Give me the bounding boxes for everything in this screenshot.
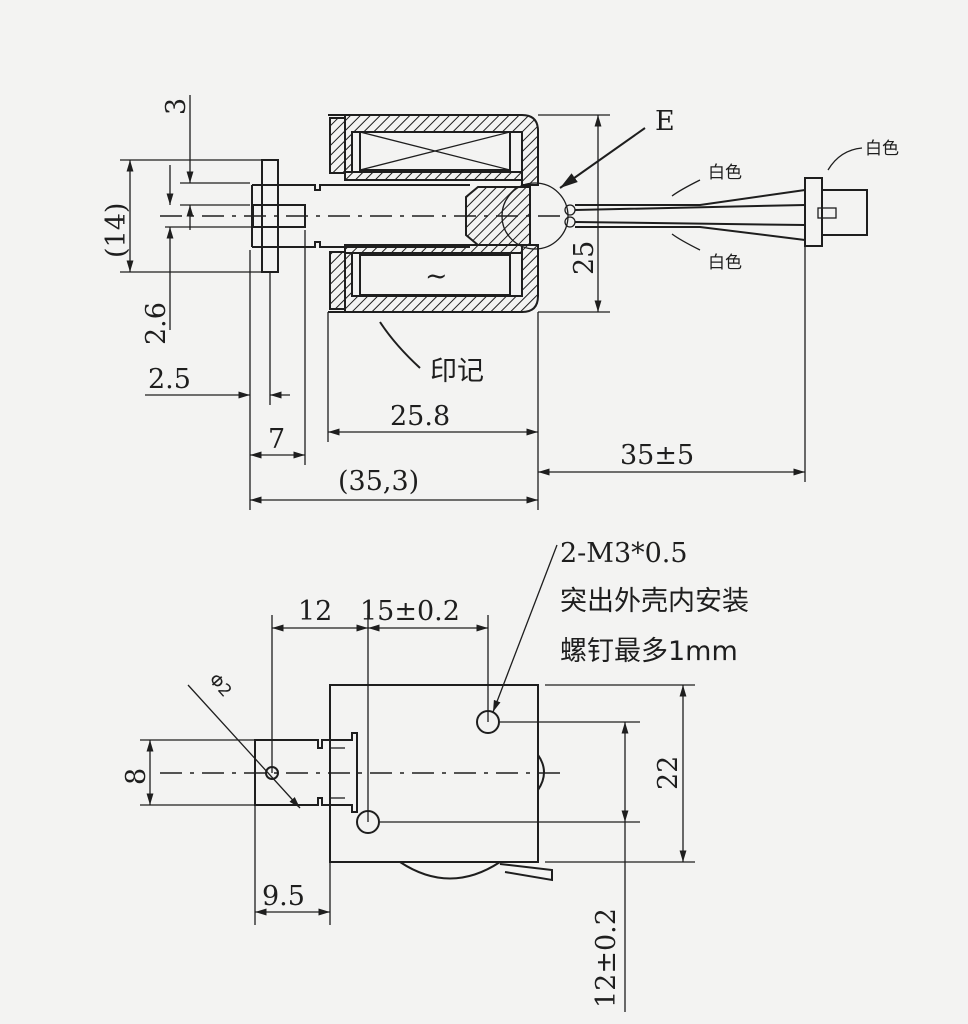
label-e: E [655,106,675,137]
solenoid-housing [328,114,539,313]
dim-phi2: Φ2 [187,670,301,809]
top-view: ~ 白色 白色 白色 E 印记 [101,95,899,510]
dim-25-8: 25.8 [328,401,538,436]
dim-12: 12 [272,596,368,632]
svg-text:2.6: 2.6 [141,302,172,345]
wire-color-label-bottom: 白色 [708,253,742,273]
dim-14: (14) [101,159,262,273]
coil-symbol: ~ [425,261,448,292]
svg-text:12: 12 [298,596,332,627]
wire-color-label-top: 白色 [708,163,742,183]
svg-text:(14): (14) [101,203,132,258]
svg-text:3: 3 [161,98,192,115]
svg-text:9.5: 9.5 [262,881,305,912]
connector-housing [804,177,823,247]
label-mark: 印记 [430,356,484,387]
bottom-view: Φ2 8 12 15±0.2 9.5 [121,538,749,1012]
dim-3: 3 [161,95,250,230]
svg-text:7: 7 [268,424,285,455]
svg-text:(35,3): (35,3) [338,466,419,497]
dim-12-0-2: 12±0.2 [380,721,640,1012]
svg-text:突出外壳内安装: 突出外壳内安装 [560,586,749,617]
svg-text:22: 22 [653,756,684,790]
svg-text:2-M3*0.5: 2-M3*0.5 [560,538,688,569]
dim-15: 15±0.2 [360,596,488,632]
svg-text:螺钉最多1mm: 螺钉最多1mm [560,636,738,667]
dim-25: 25 [538,114,610,313]
svg-text:8: 8 [121,768,152,785]
dim-2-6: 2.6 [141,165,253,345]
dim-2-5: 2.5 [145,364,290,399]
dim-8: 8 [121,739,255,806]
svg-text:35±5: 35±5 [620,440,694,471]
wire-color-label-connector: 白色 [865,139,899,159]
dim-35-3: (35,3) [250,466,538,504]
dim-22: 22 [545,684,695,863]
svg-text:12±0.2: 12±0.2 [591,908,622,1008]
svg-text:Φ2: Φ2 [204,670,235,701]
dim-9-5: 9.5 [254,805,331,925]
dim-35-5: 35±5 [538,440,805,476]
mounting-screw-note: 2-M3*0.5 突出外壳内安装 螺钉最多1mm [492,538,749,713]
plunger-end [254,732,358,813]
lead-wires [564,147,868,251]
svg-text:25: 25 [569,241,600,275]
dim-7: 7 [250,424,305,459]
svg-text:25.8: 25.8 [390,401,450,432]
svg-text:15±0.2: 15±0.2 [360,596,460,627]
svg-text:2.5: 2.5 [148,364,191,395]
coil-winding: ~ [359,131,511,296]
